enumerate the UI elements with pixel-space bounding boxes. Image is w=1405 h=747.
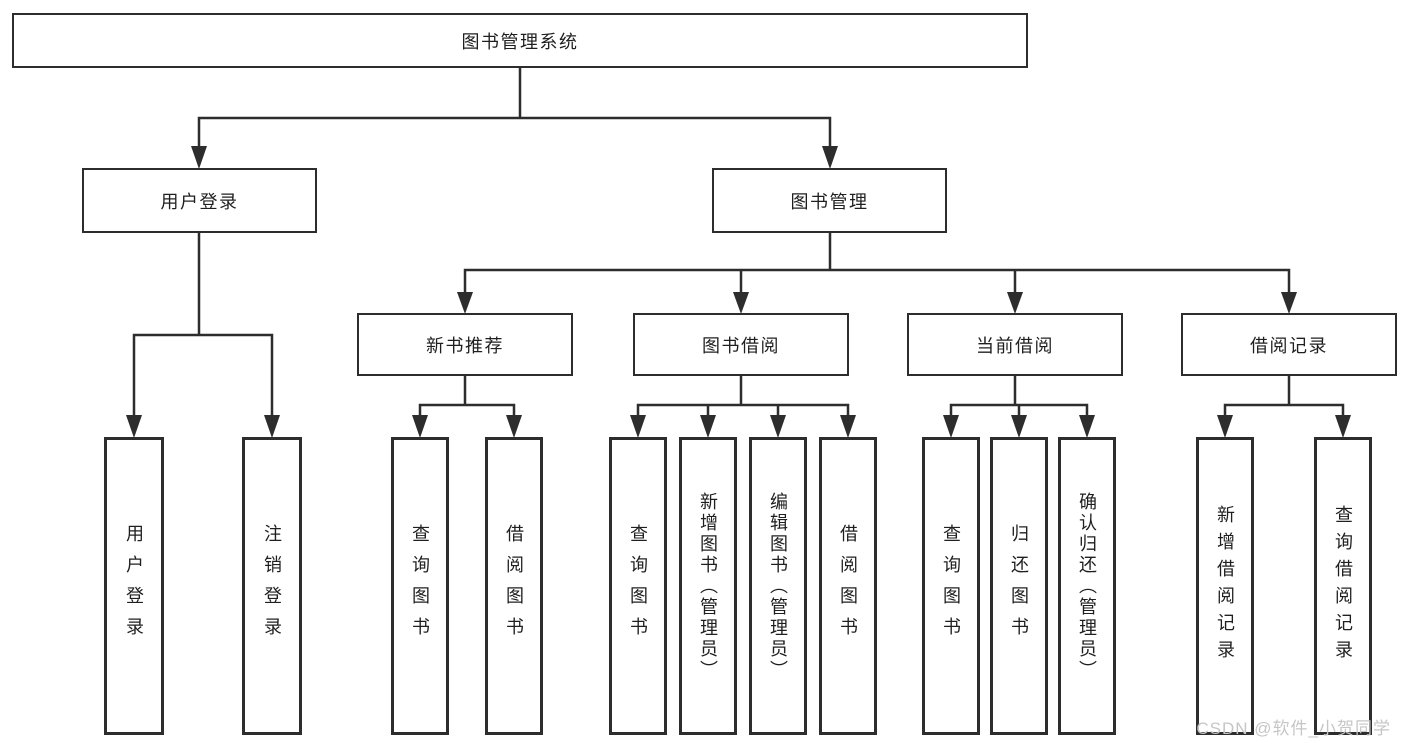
leaf-edit-books-admin: 编辑图书（管理员） <box>749 437 807 735</box>
leaf-borrow-books-1: 借阅图书 <box>485 437 543 735</box>
node-label: 图书借阅 <box>702 335 780 356</box>
node-label: 当前借阅 <box>976 335 1054 356</box>
leaf-label: 查询图书 <box>941 524 961 648</box>
leaf-query-borrow-record: 查询借阅记录 <box>1314 437 1372 735</box>
leaf-query-books-2: 查询图书 <box>609 437 667 735</box>
leaf-query-books-1: 查询图书 <box>391 437 449 735</box>
leaf-user-login: 用户登录 <box>104 437 164 735</box>
leaf-label: 借阅图书 <box>838 524 858 648</box>
node-new-book-recommend: 新书推荐 <box>357 313 573 376</box>
leaf-label: 归还图书 <box>1009 524 1029 648</box>
leaf-label: 查询图书 <box>628 524 648 648</box>
node-user-login: 用户登录 <box>82 168 317 233</box>
node-label: 用户登录 <box>160 191 239 212</box>
leaf-logout: 注销登录 <box>242 437 302 735</box>
leaf-label: 查询借阅记录 <box>1333 505 1353 667</box>
leaf-label: 编辑图书（管理员） <box>768 491 788 681</box>
leaf-borrow-books-2: 借阅图书 <box>819 437 877 735</box>
node-current-borrowing: 当前借阅 <box>907 313 1123 376</box>
node-label: 图书管理系统 <box>461 31 579 52</box>
leaf-label: 用户登录 <box>124 524 144 648</box>
leaf-confirm-return-admin: 确认归还（管理员） <box>1058 437 1116 735</box>
leaf-query-books-3: 查询图书 <box>922 437 980 735</box>
leaf-add-borrow-record: 新增借阅记录 <box>1196 437 1254 735</box>
node-label: 图书管理 <box>790 191 869 212</box>
node-borrowing-records: 借阅记录 <box>1181 313 1397 376</box>
leaf-label: 查询图书 <box>410 524 430 648</box>
leaf-label: 新增图书（管理员） <box>698 491 718 681</box>
leaf-label: 借阅图书 <box>504 524 524 648</box>
node-book-borrowing: 图书借阅 <box>633 313 849 376</box>
node-label: 借阅记录 <box>1250 335 1328 356</box>
node-book-management: 图书管理 <box>712 168 947 233</box>
node-book-management-system: 图书管理系统 <box>12 13 1028 68</box>
leaf-label: 新增借阅记录 <box>1215 505 1235 667</box>
leaf-return-books: 归还图书 <box>990 437 1048 735</box>
leaf-label: 确认归还（管理员） <box>1077 491 1097 681</box>
leaf-label: 注销登录 <box>262 524 282 648</box>
leaf-add-books-admin: 新增图书（管理员） <box>679 437 737 735</box>
node-label: 新书推荐 <box>426 335 504 356</box>
